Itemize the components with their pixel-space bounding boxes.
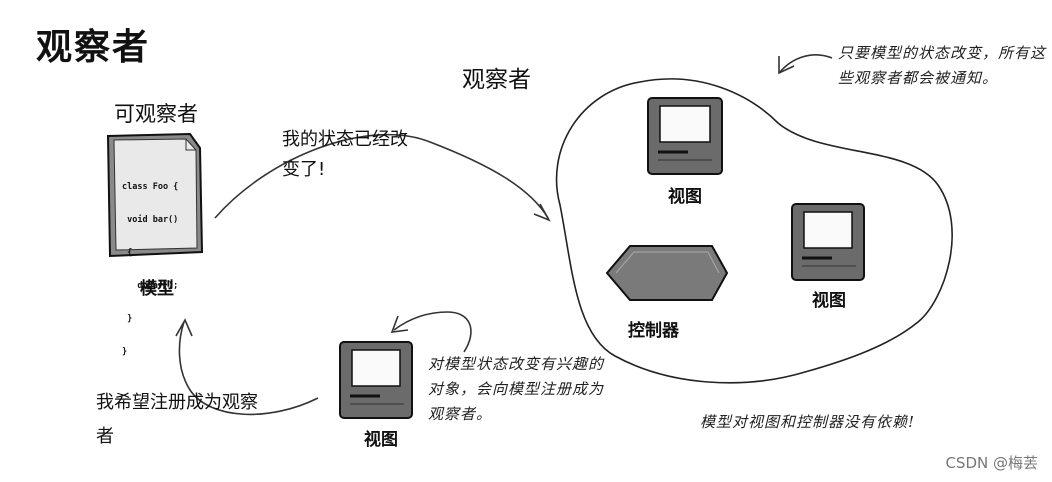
- new-view-monitor-icon: [340, 342, 412, 418]
- observer-cloud: [557, 79, 953, 383]
- code-line: class Foo {: [122, 182, 178, 193]
- code-line: }: [122, 314, 178, 325]
- observers-heading: 观察者: [462, 60, 531, 94]
- controller-hexagon-icon: [607, 246, 727, 300]
- observable-heading: 可观察者: [114, 98, 198, 128]
- view-right-label: 视图: [812, 286, 846, 311]
- no-dependency-note: 模型对视图和控制器没有依赖!: [700, 410, 915, 435]
- code-line: void bar(): [122, 215, 178, 226]
- code-line: {: [122, 248, 178, 259]
- interest-note: 对模型状态改变有兴趣的对象，会向模型注册成为观察者。: [428, 352, 608, 427]
- code-line: }: [122, 347, 178, 358]
- watermark: CSDN @梅䒧: [945, 452, 1038, 473]
- view-top-monitor-icon: [648, 98, 722, 174]
- register-note: 我希望注册成为观察者: [96, 386, 274, 454]
- controller-label: 控制器: [628, 316, 679, 341]
- view-right-monitor-icon: [792, 204, 864, 280]
- view-top-label: 视图: [668, 182, 702, 207]
- model-code: class Foo { void bar() { doBar(); } }: [122, 160, 178, 369]
- model-label: 模型: [140, 274, 174, 299]
- new-view-label: 视图: [364, 425, 398, 450]
- page-title: 观察者: [36, 18, 150, 70]
- state-changed-note: 我的状态已经改变了!: [282, 125, 417, 185]
- notify-note: 只要模型的状态改变，所有这些观察者都会被通知。: [838, 41, 1052, 91]
